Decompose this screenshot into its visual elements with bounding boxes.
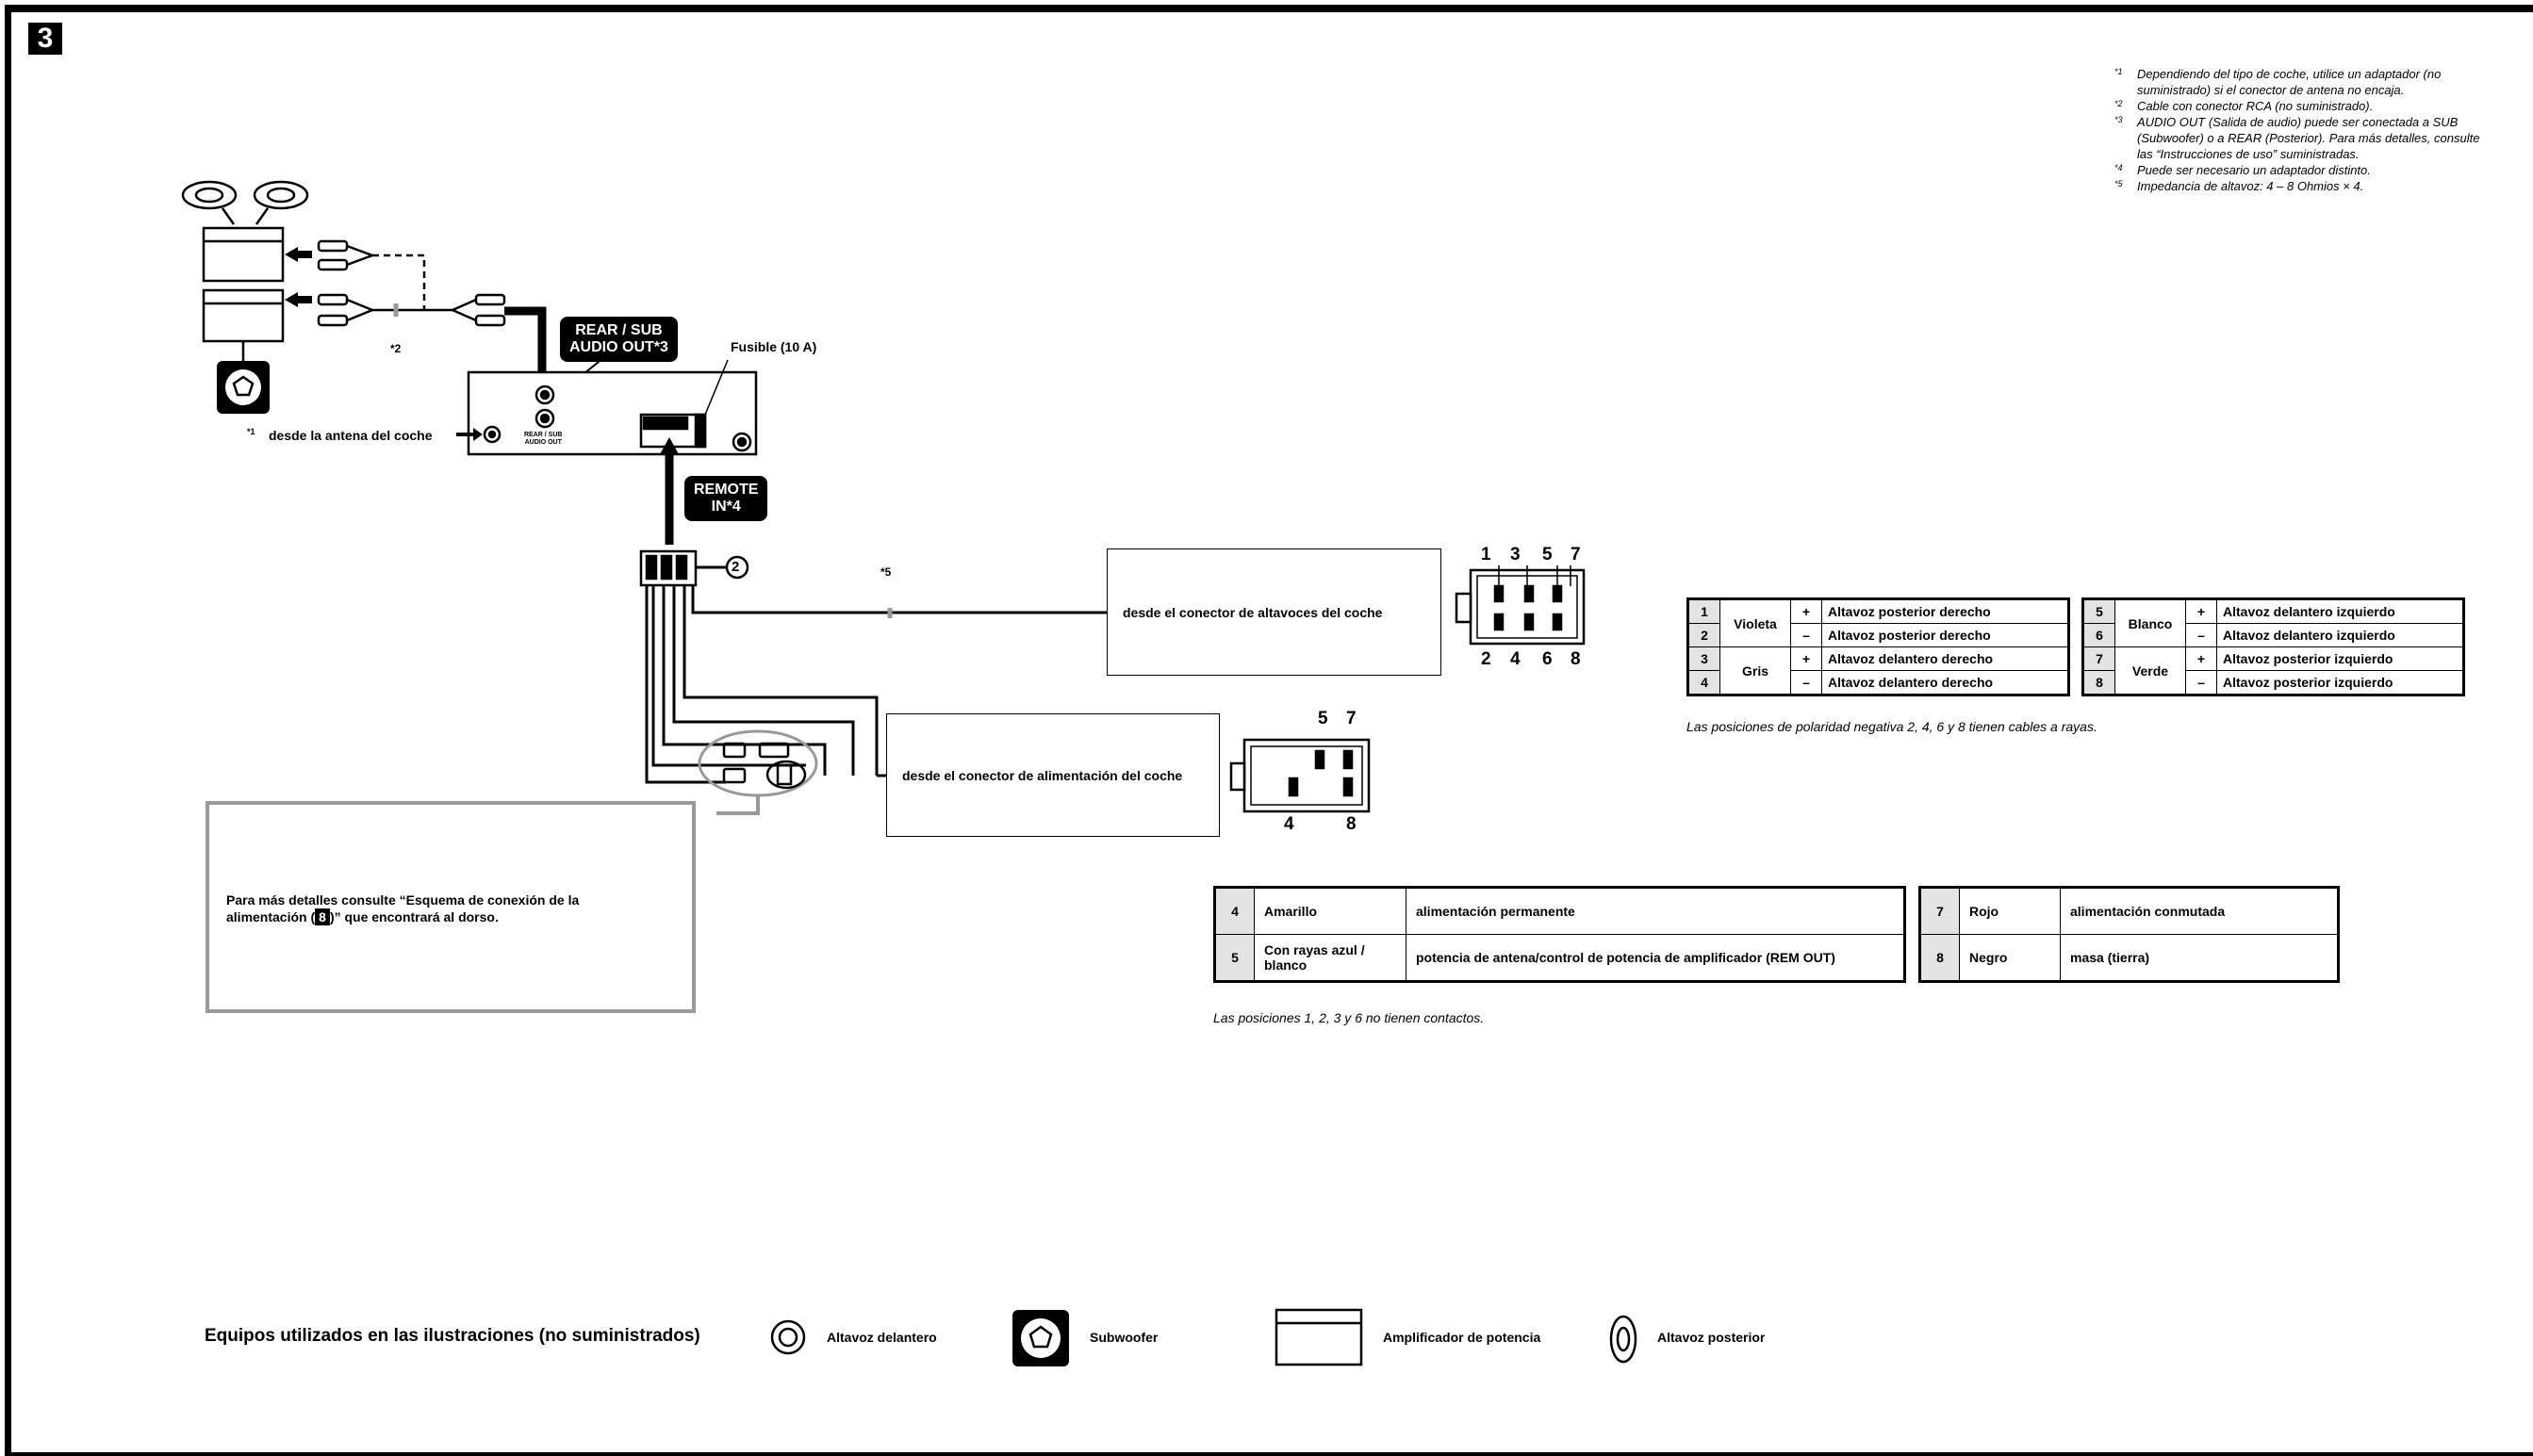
rear-speaker-icon — [181, 180, 309, 225]
head-unit — [467, 359, 758, 456]
remote-in-label: REMOTE IN*4 — [684, 476, 768, 521]
page-frame — [5, 5, 2533, 1456]
pin-8-power: 8 — [1346, 814, 1357, 834]
legend-icons — [770, 1308, 1637, 1366]
pin-4: 4 — [1510, 649, 1521, 669]
pin-4-power: 4 — [1284, 814, 1294, 834]
speaker-connector-icon — [1455, 565, 1586, 646]
legend-subwoofer: Subwoofer — [1090, 1330, 1159, 1345]
details-callout: Para más detalles consulte “Esquema de c… — [206, 801, 696, 1013]
pin-5-power: 5 — [1318, 709, 1328, 728]
power-connector-box: desde el conector de alimentación del co… — [886, 713, 1220, 837]
power-note: Las posiciones 1, 2, 3 y 6 no tienen con… — [1213, 1010, 1485, 1025]
connector-number: 2 — [732, 559, 740, 575]
speaker-note: Las posiciones de polaridad negativa 2, … — [1686, 719, 2097, 734]
rear-sub-audio-out-label: REAR / SUB AUDIO OUT*3 — [560, 317, 678, 362]
front-speaker-icon — [770, 1319, 806, 1355]
pin-5: 5 — [1542, 545, 1553, 564]
power-amplifier-icon — [202, 226, 285, 343]
subwoofer-icon — [1012, 1310, 1069, 1366]
legend-power-amplifier: Amplificador de potencia — [1383, 1330, 1541, 1345]
legend-rear-speaker: Altavoz posterior — [1657, 1330, 1766, 1345]
speaker-mark: *5 — [880, 565, 892, 579]
section-number: 3 — [28, 23, 62, 55]
subwoofer-icon — [217, 361, 270, 414]
pin-3: 3 — [1510, 545, 1521, 564]
pin-7-power: 7 — [1346, 709, 1357, 728]
rca-mark: *2 — [390, 342, 402, 355]
pin-1: 1 — [1481, 545, 1491, 564]
pin-6: 6 — [1542, 649, 1553, 669]
fuse-label: Fusible (10 A) — [731, 339, 817, 354]
arrows — [285, 247, 312, 307]
reference-badge: 8 — [315, 908, 330, 925]
speaker-connector-box: desde el conector de altavoces del coche — [1107, 548, 1441, 676]
power-connector-icon — [1229, 738, 1371, 813]
pin-8: 8 — [1571, 649, 1581, 669]
rear-speaker-icon — [1609, 1315, 1637, 1364]
pin-2: 2 — [1481, 649, 1491, 669]
power-adapter — [698, 729, 818, 797]
legend-front-speaker: Altavoz delantero — [827, 1330, 937, 1345]
legend-title: Equipos utilizados en las ilustraciones … — [205, 1326, 700, 1346]
rca-cable — [317, 239, 506, 327]
unit-port-label: REAR / SUB AUDIO OUT — [524, 432, 563, 446]
antenna-label: desde la antena del coche — [269, 428, 433, 443]
pin-7: 7 — [1571, 545, 1581, 564]
antenna-mark: *1 — [247, 427, 255, 436]
power-amplifier-icon — [1275, 1308, 1363, 1366]
audio-out-cable — [504, 306, 547, 375]
